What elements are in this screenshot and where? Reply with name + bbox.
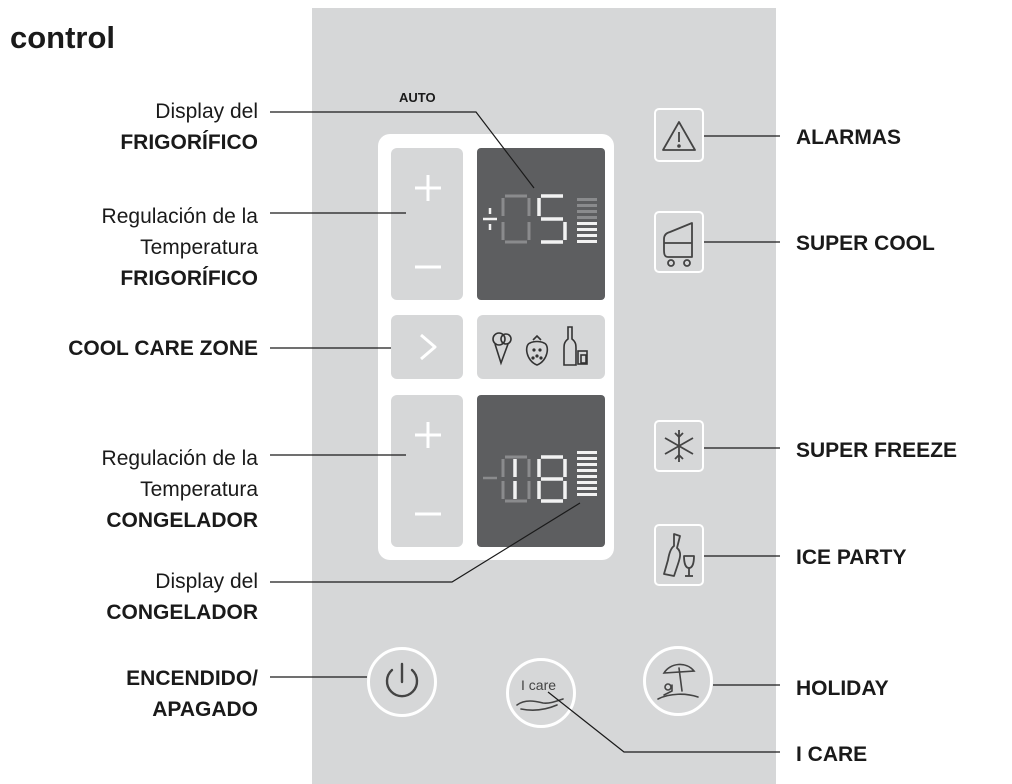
bottle-icon	[563, 326, 588, 366]
super-freeze-label: SUPER FREEZE	[796, 439, 958, 462]
bottle-glass-icon	[663, 533, 695, 577]
ice-cream-icon	[492, 332, 512, 366]
power-label: ENCENDIDO/ APAGADO	[126, 667, 258, 721]
alarmas-label: ALARMAS	[796, 126, 901, 149]
cool-care-zone-label: COOL CARE ZONE	[68, 337, 258, 360]
hand-icon	[516, 698, 564, 711]
snowflake-icon	[664, 430, 694, 462]
ice-party-label: ICE PARTY	[796, 546, 907, 569]
alarm-button[interactable]	[654, 108, 704, 162]
freezer-display	[477, 395, 605, 547]
fridge-display-label: Display del FRIGORÍFICO	[120, 100, 258, 154]
power-button[interactable]	[367, 647, 437, 717]
fridge-plus-button[interactable]	[415, 175, 441, 201]
fridge-regulation-label: Regulación de la Temperatura FRIGORÍFICO	[101, 205, 258, 290]
fridge-display	[477, 148, 605, 300]
freezer-temp-buttons	[391, 395, 463, 547]
i-care-button-text: I care	[521, 677, 557, 693]
cool-care-zone-button[interactable]	[391, 315, 463, 379]
freezer-regulation-label: Regulación de la Temperatura CONGELADOR	[101, 447, 258, 532]
holiday-button[interactable]	[643, 646, 713, 716]
warning-icon	[662, 121, 696, 151]
cool-care-zone-icons	[477, 315, 605, 379]
fridge-digit-zero-dim	[501, 194, 531, 244]
i-care-button[interactable]: I care	[506, 658, 576, 728]
beach-umbrella-icon	[657, 663, 699, 700]
freezer-display-label: Display del CONGELADOR	[106, 570, 258, 624]
fridge-temp-buttons	[391, 148, 463, 300]
holiday-label: HOLIDAY	[796, 677, 889, 700]
fridge-sign-icon	[483, 208, 497, 230]
fridge-digit-five	[537, 194, 567, 244]
auto-label: AUTO	[399, 90, 436, 105]
shopping-cart-icon	[663, 222, 693, 267]
chevron-right-icon	[420, 333, 437, 361]
super-cool-label: SUPER COOL	[796, 232, 935, 255]
super-freeze-button[interactable]	[654, 420, 704, 472]
freezer-plus-button[interactable]	[415, 422, 441, 448]
super-cool-button[interactable]	[654, 211, 704, 273]
page-title: control	[10, 20, 116, 55]
power-icon	[385, 662, 419, 698]
ice-party-button[interactable]	[654, 524, 704, 586]
strawberry-icon	[525, 334, 549, 366]
freezer-digit-eight	[537, 455, 567, 503]
freezer-level-bars	[577, 451, 597, 496]
i-care-label: I CARE	[796, 743, 868, 766]
fridge-level-bars	[577, 198, 597, 243]
freezer-digit-one-dim	[501, 455, 531, 503]
